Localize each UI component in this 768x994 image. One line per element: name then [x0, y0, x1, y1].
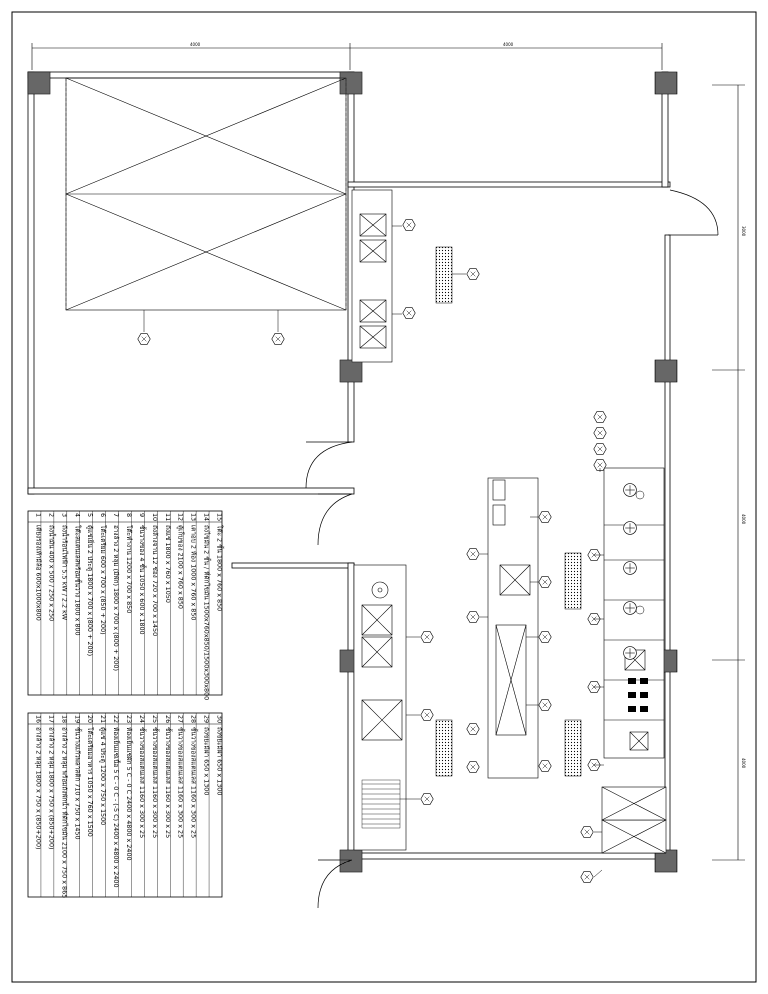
legend-item-number: 17	[47, 715, 55, 723]
legend-item-description: ถังน้ำมัน 400 x 500 / 250 x 250	[47, 525, 56, 621]
legend-item-description: โต๊ะเตรียมอาหาร 1050 x 760 x 1500	[86, 727, 94, 837]
legend-item-description: ถังล้างจาน 12 ช่อง 720 x 700 x 1450	[151, 525, 159, 636]
legend-item-description: ชั้นวางของ 4 ชั้น 1050 x 600 x 1800	[138, 525, 147, 635]
legend-item-description: ห้องเย็นแช่เนื้อ 5 C - 0 C - (-5 C) 2400…	[112, 727, 121, 888]
legend-item-description: อ่างล้าง 2 หลุม 1800 x 750 x (850+200)	[47, 727, 55, 850]
legend-item-number: 8	[125, 513, 133, 517]
legend-item-description: ตู้แช่เย็น 2 ประตู 1800 x 700 x (800 + 2…	[86, 525, 95, 656]
legend-item-number: 10	[151, 513, 159, 521]
legend-item-number: 16	[34, 715, 42, 723]
legend-item-number: 12	[177, 513, 185, 521]
trash-bin-lower-mid	[564, 552, 582, 610]
legend-item-number: 11	[164, 513, 172, 521]
legend-item-number: 25	[151, 715, 159, 723]
legend-item-number: 4	[73, 513, 81, 517]
legend-item-number: 15	[216, 513, 224, 521]
legend-item-number: 20	[86, 715, 94, 723]
legend-item-description: ชั้นวางของสแตนเลส 1160 x 300 x 25	[177, 727, 186, 838]
legend-item-description: ถังไขมัน 2 ชั้น / ที่ดักไขมัน 1500x760x8…	[203, 525, 212, 700]
sink-station-upper	[351, 189, 393, 363]
legend-item-number: 29	[203, 715, 211, 723]
dim-right-2: 4000	[741, 514, 746, 525]
tag-leader-lines	[143, 225, 604, 878]
legend-item-number: 19	[73, 715, 81, 723]
legend-item-number: 13	[190, 513, 198, 521]
legend-item-description: โต๊ะเตรียม 600 x 700 x (850 + 200)	[99, 525, 107, 635]
legend-item-description: เตียงรองเท้ามีล้อ 600x1000x800	[34, 525, 42, 621]
legend-item-description: ชั้นวางแก้วพลาสติก 710 x 750 x 1450	[73, 727, 82, 840]
legend-item-number: 14	[203, 513, 211, 521]
right-dimension-line	[712, 84, 745, 861]
legend-table-left: 1 เตียงรองเท้ามีล้อ 600x1000x800 2 ถังน้ำมั…	[27, 510, 225, 700]
dim-right-3: 4000	[741, 758, 746, 769]
legend-item-description: อ่างล้าง 2 หลุม 1800 x 750 x (850+200)	[34, 727, 42, 850]
trash-bin-lower-left	[435, 719, 453, 777]
legend-item-description: ถังขยะมีฝา 650 x 1300	[216, 727, 224, 795]
cold-room-dashed-lines	[65, 78, 347, 310]
dim-top-right: 4000	[503, 42, 514, 47]
dish-rack	[361, 779, 401, 829]
legend-item-number: 23	[125, 715, 133, 723]
legend-item-number: 1	[34, 513, 42, 517]
legend-item-number: 30	[216, 715, 224, 723]
legend-item-number: 27	[177, 715, 185, 723]
legend-item-description: ตู้แช่ 4 ประตู 1200 x 750 x 1500	[99, 727, 107, 825]
legend-item-description: ตู้เก็บของ 2100 x 760 x 850	[177, 525, 186, 609]
prep-island	[487, 477, 539, 779]
legend-item-number: 2	[47, 513, 55, 517]
legend-item-number: 22	[112, 715, 120, 723]
legend-item-description: ถังแช่ 1800 x 760 x 1050	[164, 525, 172, 603]
legend-item-description: ถังขยะมีฝา 650 x 1300	[203, 727, 211, 795]
griddle-burners	[628, 678, 648, 712]
legend-item-number: 9	[138, 513, 146, 517]
legend-item-number: 5	[86, 513, 94, 517]
trash-bin-lower-right	[564, 719, 582, 777]
dim-right-1: 3000	[741, 226, 746, 237]
door-swings	[305, 189, 719, 909]
legend-item-number: 7	[112, 513, 120, 517]
legend-item-description: ถังน้ำร้อนไฟฟ้า 5.5 kW / 2.2 kW	[60, 525, 69, 621]
top-dimension-line	[31, 43, 663, 70]
bottom-cold-storage	[601, 786, 667, 854]
legend-item-description: ชั้นวางของสแตนเลส 1160 x 300 x 25	[164, 727, 173, 838]
dim-top-left: 4000	[190, 42, 201, 47]
legend-item-description: โต๊ะทำงาน 1200 x 700 x 850	[125, 525, 133, 613]
sheet-border	[11, 11, 757, 983]
legend-item-number: 24	[138, 715, 146, 723]
cold-rooms	[65, 77, 347, 311]
legend-item-description: เตาอบ 2 ห้อง 1000 x 760 x 850	[190, 525, 198, 621]
legend-item-description: โต๊ะสแตนเลสพร้อมชั้นวาง 1800 x 800	[73, 525, 82, 636]
legend-item-description: ชั้นวางของสแตนเลส 1160 x 300 x 25	[151, 727, 160, 838]
range-burners	[623, 483, 645, 660]
legend-item-number: 18	[60, 715, 68, 723]
legend-item-description: ชั้นวางของสแตนเลส 1160 x 300 x 25	[190, 727, 199, 838]
legend-item-number: 3	[60, 513, 68, 517]
legend-item-number: 28	[190, 715, 198, 723]
legend-item-description: ชั้นวางของสแตนเลส 1160 x 300 x 25	[138, 727, 147, 838]
structural-columns	[27, 71, 678, 873]
legend-item-number: 6	[99, 513, 107, 517]
legend-item-description: อ่างล้าง 2 หลุม (มีพัก) 1800 x 700 x (80…	[112, 525, 120, 671]
legend-item-number: 26	[164, 715, 172, 723]
legend-item-description: อ่างล้าง 2 หลุม พร้อมถังพักน้ำ ที่ดักไขม…	[60, 727, 69, 898]
legend-item-description: ห้องเย็นแช่ผัก 5 C - 0 C 2400 x 4800 x 2…	[125, 727, 134, 861]
legend-item-number: 21	[99, 715, 107, 723]
legend-table-right: 16 อ่างล้าง 2 หลุม 1800 x 750 x (850+200)…	[27, 712, 224, 898]
trash-bin-upper	[435, 246, 453, 304]
legend-item-description: โต๊ะ 2 ชั้น 1800 x 760 x 850	[216, 525, 225, 611]
